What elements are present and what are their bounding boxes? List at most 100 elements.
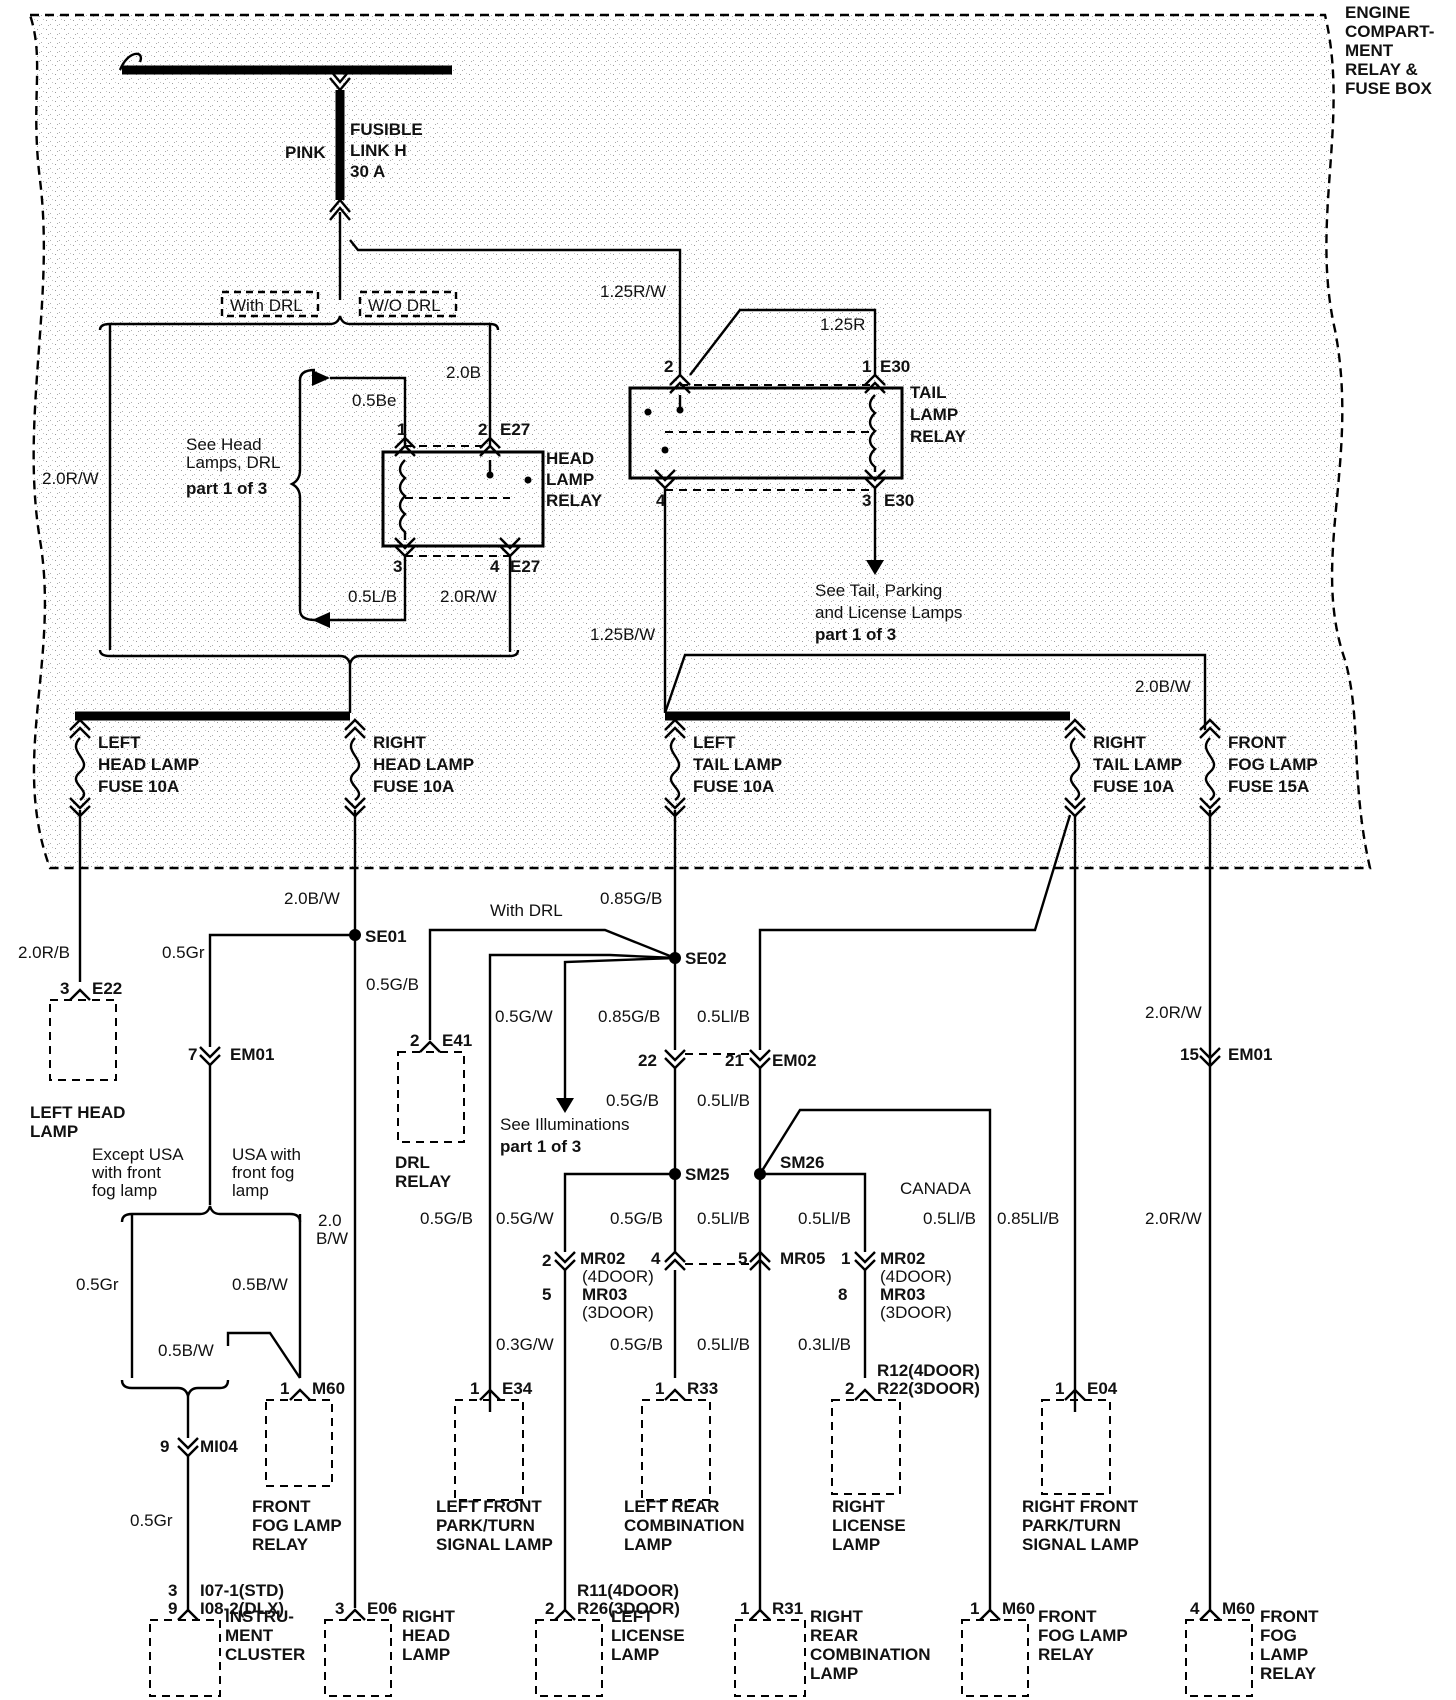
em01-right-id: EM01 [1228,1045,1272,1064]
em01-left-pin: 7 [188,1045,197,1064]
mr02-left-id: MR02 [580,1249,625,1268]
mi04-id: MI04 [200,1437,238,1456]
component-label-line: MENT [225,1626,274,1645]
wire-0-5gb-c [563,1172,675,1252]
component-connector [289,1388,311,1401]
fuse-label-line: FUSE 10A [693,777,774,796]
component-label-line: PARK/TURN [436,1516,535,1535]
head-relay-connector-top: E27 [500,420,530,439]
component-pin-2: 3 [168,1581,177,1600]
component-box [961,1619,1029,1697]
component-connector-id: M60 [1222,1599,1255,1618]
head-relay-label: HEAD LAMP RELAY [546,449,603,510]
wire-label-0-85gb: 0.85G/B [600,889,662,908]
component-label-line: LAMP [30,1122,78,1141]
tail-relay-pin-4: 4 [656,491,666,510]
component-box [734,1619,806,1697]
head-lamps-ref-brace [289,368,316,622]
component-pin: 9 [168,1599,177,1618]
fusible-link-label: FUSIBLE LINK H 30 A [350,120,427,181]
wire-1-25r [689,308,877,376]
em02-connector [664,1049,771,1070]
wire-label-0-5gr: 0.5Gr [162,943,205,962]
wire-0-5be [330,376,407,446]
component-box [265,1399,333,1487]
component-connector-id: M60 [312,1379,345,1398]
fuse-label-line: FUSE 10A [98,777,179,796]
wire-0-5lib-d [760,1172,867,1252]
fuse-label-line: RIGHT [373,733,427,752]
fuse-label-line: TAIL LAMP [693,755,782,774]
mr05-pin-5: 5 [738,1249,747,1268]
wire-label-0-5bw-a: 0.5B/W [232,1275,288,1294]
component-label-line: FOG LAMP [252,1516,342,1535]
head-lamp-relay [381,450,545,548]
component-label-line: COMBINATION [810,1645,931,1664]
fuse-top-connector [1064,718,1086,739]
mr02-right-id: MR02 [880,1249,925,1268]
component-pin: 2 [845,1379,854,1398]
component-label-line: FRONT [252,1497,311,1516]
tail-relay-pin-2: 2 [664,357,673,376]
component-connector [979,1608,1001,1621]
component-label-line: LEFT [611,1607,654,1626]
fuse-box-title: ENGINE COMPART- MENT RELAY & FUSE BOX [1345,3,1439,98]
em01-right-connector [1199,1047,1221,1068]
wire-label-2-0bw-rh: 2.0B/W [284,889,340,908]
usa-with-fog-variant: USA with front fog lamp [232,1145,306,1200]
component-connector-id-2: I08-2(DLX) [200,1599,284,1618]
see-head-lamps-ref: See Head Lamps, DRL [186,435,280,472]
component-connector [1199,1608,1221,1621]
component-label-line: RIGHT FRONT [1022,1497,1139,1516]
component-box [324,1619,392,1697]
wire-1-25rw [349,239,682,375]
with-drl-option: With DRL [230,296,303,315]
head-relay-coil [398,459,407,540]
component-label-line: LAMP [810,1664,858,1683]
component-connector-id: E22 [92,979,122,998]
fuse-top-connector [1199,718,1221,739]
component-label-line: RIGHT [832,1497,886,1516]
mr03-left-sub: (3DOOR) [582,1303,654,1322]
component-label-line: LEFT HEAD [30,1103,125,1122]
wire-label-0-3gw: 0.3G/W [496,1335,554,1354]
head-relay-pin-1: 1 [397,420,406,439]
component-connector [854,1388,876,1401]
canada-label: CANADA [900,1179,972,1198]
component-label-line: SIGNAL LAMP [436,1535,553,1554]
component-box [149,1619,221,1697]
component-connector [1064,1388,1086,1401]
component-connector [177,1608,199,1621]
wire-label-2-0rw-fog-a: 2.0R/W [1145,1003,1202,1022]
head-relay-pin-2: 2 [478,420,487,439]
wire-label-0-5gb-c: 0.5G/B [420,1209,473,1228]
component-connector [69,988,91,1001]
fuse-element-icon [74,737,86,801]
wire-label-2-0rw-relay: 2.0R/W [440,587,497,606]
arrow-illum [556,1098,574,1113]
fuse-label-line: FUSE 10A [373,777,454,796]
with-drl-option-box [220,290,320,318]
wire-label-0-5lib-c: 0.5Ll/B [697,1209,750,1228]
tail-relay-connector-top: E30 [880,357,910,376]
wire-2-0bw-fog [663,653,1207,730]
mr05-pin-4: 4 [651,1249,661,1268]
mr02-right-connector [854,1251,876,1272]
component-label-line: LAMP [402,1645,450,1664]
component-label-line: LAMP [611,1645,659,1664]
mr02-right-sub: (4DOOR) [880,1267,952,1286]
see-illuminations-part: part 1 of 3 [500,1137,581,1156]
component-label-line: LICENSE [611,1626,685,1645]
wire-label-0-5lib-a: 0.5Ll/B [697,1007,750,1026]
tail-relay-pin-1: 1 [862,357,871,376]
fuse-top-connector [69,718,91,739]
wire-label-0-5lib-e: 0.5Ll/B [923,1209,976,1228]
wire-label-0-5be: 0.5Be [352,391,396,410]
component-label-line: LAMP [1260,1645,1308,1664]
